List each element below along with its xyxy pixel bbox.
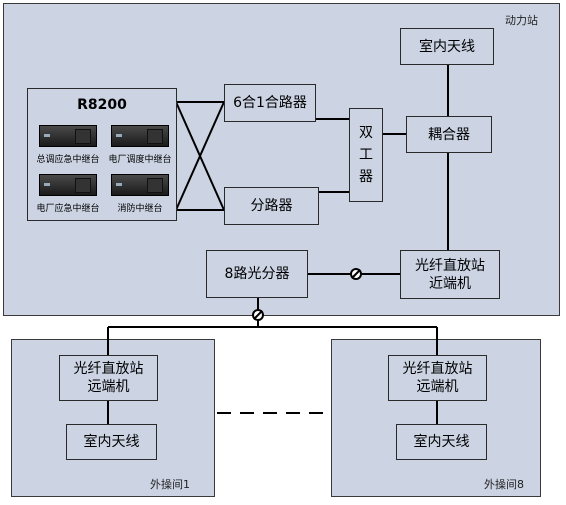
attenuator-icon <box>252 309 264 321</box>
fiber-near-end-box: 光纤直放站 近端机 <box>400 250 500 299</box>
duplexer-box: 双 工 器 <box>349 108 383 202</box>
repeater-icon <box>111 125 169 147</box>
duplexer-char: 工 <box>359 147 373 163</box>
fiber-near-end-line2: 近端机 <box>429 275 471 292</box>
field-room-8-label: 外操间8 <box>484 478 524 491</box>
indoor-antenna-8-label: 室内天线 <box>413 434 470 450</box>
coupler-label: 耦合器 <box>428 126 470 143</box>
field-room-1-label: 外操间1 <box>150 478 190 491</box>
r8200-rack: R8200 总调应急中继台 电厂调度中继台 电厂应急中继台 消防中继台 <box>27 88 177 221</box>
repeater-unit: 电厂调度中继台 <box>104 125 176 165</box>
splitter-box: 分路器 <box>224 187 319 225</box>
repeater-label: 总调应急中继台 <box>36 155 100 165</box>
fiber-remote-1-line2: 远端机 <box>87 379 130 395</box>
cross-line-b <box>175 101 225 211</box>
fiber-remote-1-box: 光纤直放站 远端机 <box>59 355 158 401</box>
fiber-remote-8-line2: 远端机 <box>416 379 459 395</box>
attenuator-icon <box>350 268 362 280</box>
coupler-box: 耦合器 <box>406 116 492 153</box>
repeater-label: 电厂应急中继台 <box>36 204 100 214</box>
repeater-icon <box>111 174 169 196</box>
repeater-unit: 总调应急中继台 <box>32 125 104 165</box>
indoor-antenna-top-box: 室内天线 <box>400 28 494 65</box>
indoor-antenna-top-label: 室内天线 <box>419 38 475 55</box>
fiber-remote-1-line1: 光纤直放站 <box>73 361 144 377</box>
indoor-antenna-1-label: 室内天线 <box>83 434 140 450</box>
repeater-icon <box>39 125 97 147</box>
duplexer-char: 器 <box>359 169 373 185</box>
repeater-icon <box>39 174 97 196</box>
power-station-label: 动力站 <box>505 14 538 27</box>
r8200-title: R8200 <box>77 97 127 113</box>
repeater-label: 电厂调度中继台 <box>108 155 172 165</box>
combiner-label: 6合1合路器 <box>233 95 307 111</box>
indoor-antenna-1-box: 室内天线 <box>66 424 157 460</box>
repeater-label: 消防中继台 <box>117 204 163 214</box>
indoor-antenna-8-box: 室内天线 <box>396 424 487 460</box>
optical-splitter-box: 8路光分器 <box>206 250 308 298</box>
fiber-remote-8-box: 光纤直放站 远端机 <box>388 355 487 401</box>
fiber-remote-8-line1: 光纤直放站 <box>402 361 473 377</box>
combiner-box: 6合1合路器 <box>224 84 316 122</box>
duplexer-char: 双 <box>359 125 373 141</box>
optical-splitter-label: 8路光分器 <box>224 266 290 282</box>
repeater-unit: 电厂应急中继台 <box>32 174 104 214</box>
splitter-label: 分路器 <box>250 198 293 214</box>
fiber-near-end-line1: 光纤直放站 <box>415 257 485 274</box>
repeater-unit: 消防中继台 <box>104 174 176 214</box>
